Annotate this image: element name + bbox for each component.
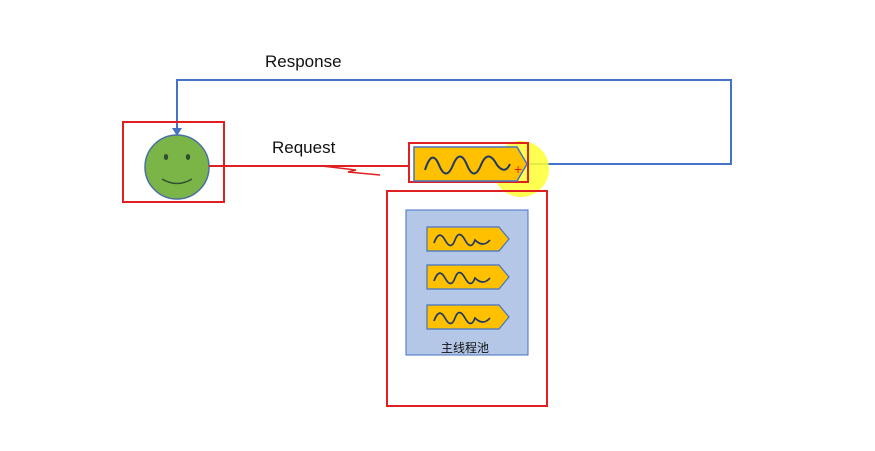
thread-pool-highlight-box: [386, 190, 548, 407]
response-arrowhead: [172, 128, 182, 136]
pool-thread-2-icon: [426, 264, 510, 290]
thread-highlight-box: [408, 142, 529, 183]
response-label: Response: [265, 52, 342, 71]
response-line: [176, 79, 732, 165]
request-line-scribble: [321, 165, 381, 176]
thread-pool-label: 主线程池: [441, 341, 490, 355]
thread-wave-icon: [413, 146, 528, 182]
pool-thread-1-icon: [426, 226, 510, 252]
pool-thread-3-icon: [426, 304, 510, 330]
client-highlight-box: [122, 121, 225, 203]
cursor-plus-mark: +: [514, 161, 522, 177]
request-label: Request: [272, 138, 336, 157]
smiley-face-icon: [144, 134, 210, 200]
